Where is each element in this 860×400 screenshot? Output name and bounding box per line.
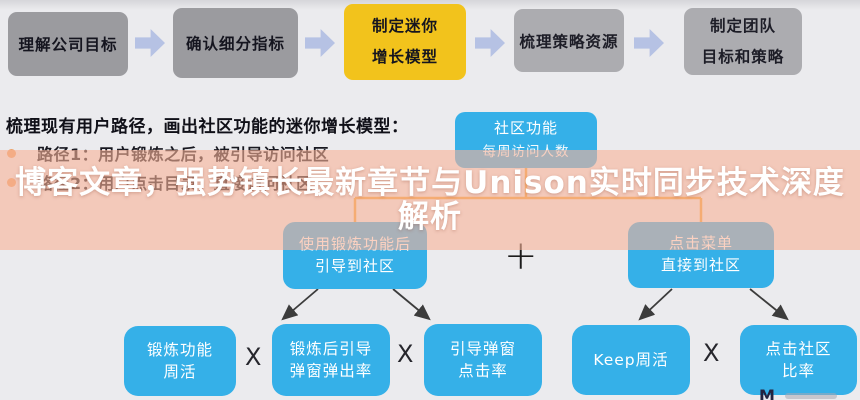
right-arrow-icon [305, 29, 335, 57]
metric-box-2: 锻炼后引导 弹窗弹出率 [272, 324, 390, 396]
overlay-title-line-1: 博客文章，强势镇长最新章节与Unison实时同步技术深度 [15, 165, 845, 201]
metric-5-label: 点击社区 比率 [765, 339, 832, 380]
arrow-left-branch-to-metric3 [392, 288, 431, 321]
arrow-right-branch-to-metric4 [638, 288, 673, 321]
flow-step-5: 制定团队 目标和策略 [684, 8, 802, 75]
flow-step-2-label: 确认细分指标 [185, 35, 285, 53]
metric-1-label: 锻炼功能 周活 [146, 340, 213, 381]
metric-2-label: 锻炼后引导 弹窗弹出率 [289, 339, 373, 380]
title-overlay-band: 博客文章，强势镇长最新章节与Unison实时同步技术深度 解析 [0, 150, 860, 250]
metric-box-5: 点击社区 比率 [740, 325, 857, 395]
flow-step-2: 确认细分指标 [173, 8, 298, 78]
flow-step-3-label: 制定迷你 增长模型 [371, 17, 438, 66]
flow-step-4: 梳理策略资源 [514, 9, 624, 72]
watermark-logo: M [759, 386, 775, 400]
multiply-operator: X [703, 339, 720, 367]
multiply-operator: X [397, 340, 414, 368]
metric-4-label: Keep周活 [593, 350, 669, 369]
flow-step-1: 理解公司目标 [8, 12, 128, 76]
arrow-right-branch-to-metric5 [749, 288, 789, 321]
arrow-left-branch-to-metric2 [281, 288, 319, 321]
multiply-operator: X [245, 343, 262, 371]
metric-box-3: 引导弹窗 点击率 [424, 324, 542, 396]
metric-box-1: 锻炼功能 周活 [124, 326, 236, 396]
metric-3-label: 引导弹窗 点击率 [449, 339, 516, 380]
watermark: M [759, 388, 837, 400]
overlay-title-line-2: 解析 [398, 199, 462, 235]
metric-box-4: Keep周活 [572, 325, 690, 395]
flow-step-4-label: 梳理策略资源 [519, 32, 619, 51]
right-arrow-icon [135, 29, 165, 57]
right-arrow-icon [475, 29, 505, 57]
model-root-title: 社区功能 [493, 118, 558, 137]
notes-heading: 梳理现有用户路径，画出社区功能的迷你增长模型： [6, 117, 409, 137]
right-arrow-icon [634, 29, 664, 57]
flow-step-5-label: 制定团队 目标和策略 [701, 16, 785, 66]
flow-step-3-highlighted: 制定迷你 增长模型 [344, 4, 466, 80]
flow-step-1-label: 理解公司目标 [18, 36, 118, 54]
watermark-text-smudge [784, 393, 837, 399]
